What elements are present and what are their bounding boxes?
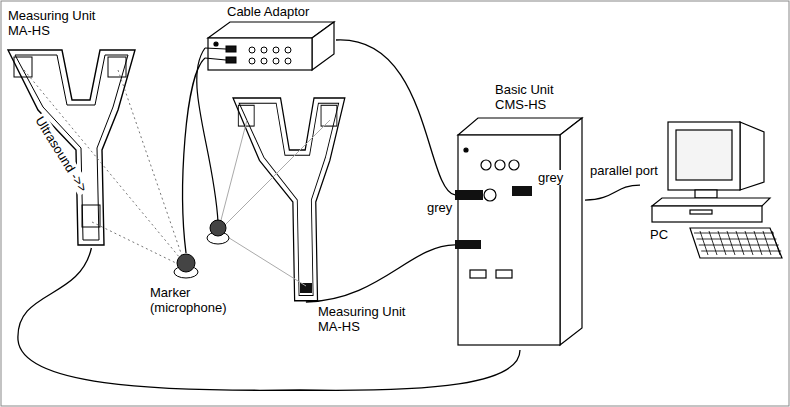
cable bbox=[183, 58, 205, 253]
plug bbox=[455, 240, 481, 249]
ultrasound-rays bbox=[24, 70, 182, 264]
marker-symbol bbox=[207, 220, 229, 244]
grey-plug bbox=[512, 186, 532, 196]
measuring-unit: Measuring Unit MA-HS bbox=[5, 48, 140, 248]
plug-label: grey bbox=[536, 170, 565, 185]
marker-wire bbox=[197, 48, 218, 222]
cable bbox=[336, 40, 455, 195]
cable-adaptor: Cable Adaptor bbox=[205, 22, 336, 72]
keys bbox=[694, 231, 781, 255]
cable-adaptor-drawing bbox=[208, 22, 334, 70]
sockets bbox=[226, 46, 291, 64]
plug bbox=[300, 283, 312, 293]
cable bbox=[18, 248, 520, 390]
measuring-unit-drawing bbox=[8, 50, 135, 245]
grey-plug bbox=[455, 190, 483, 200]
pc-drawing bbox=[652, 122, 782, 258]
node-label: PC bbox=[650, 227, 680, 242]
marker: Marker (microphone) bbox=[150, 253, 240, 319]
node-label: Measuring Unit MA-HS bbox=[318, 304, 430, 334]
cable bbox=[306, 245, 455, 302]
basic-unit-drawing bbox=[458, 118, 582, 345]
edge-label: parallel port bbox=[588, 163, 660, 178]
plug-label: grey bbox=[425, 200, 454, 215]
cable bbox=[585, 185, 640, 200]
marker-symbol bbox=[174, 254, 198, 278]
node-label: Measuring Unit MA-HS bbox=[8, 8, 113, 38]
measuring-unit: Measuring Unit MA-HS bbox=[230, 92, 345, 302]
measuring-unit-drawing bbox=[233, 98, 345, 301]
ultrasound-rays bbox=[220, 120, 330, 286]
node-label: Marker (microphone) bbox=[150, 285, 240, 315]
node-label: Cable Adaptor bbox=[227, 4, 337, 19]
pc: PC bbox=[640, 115, 785, 265]
node-label: Basic Unit CMS-HS bbox=[495, 82, 587, 112]
basic-unit: Basic Unit CMS-HS bbox=[455, 120, 585, 350]
